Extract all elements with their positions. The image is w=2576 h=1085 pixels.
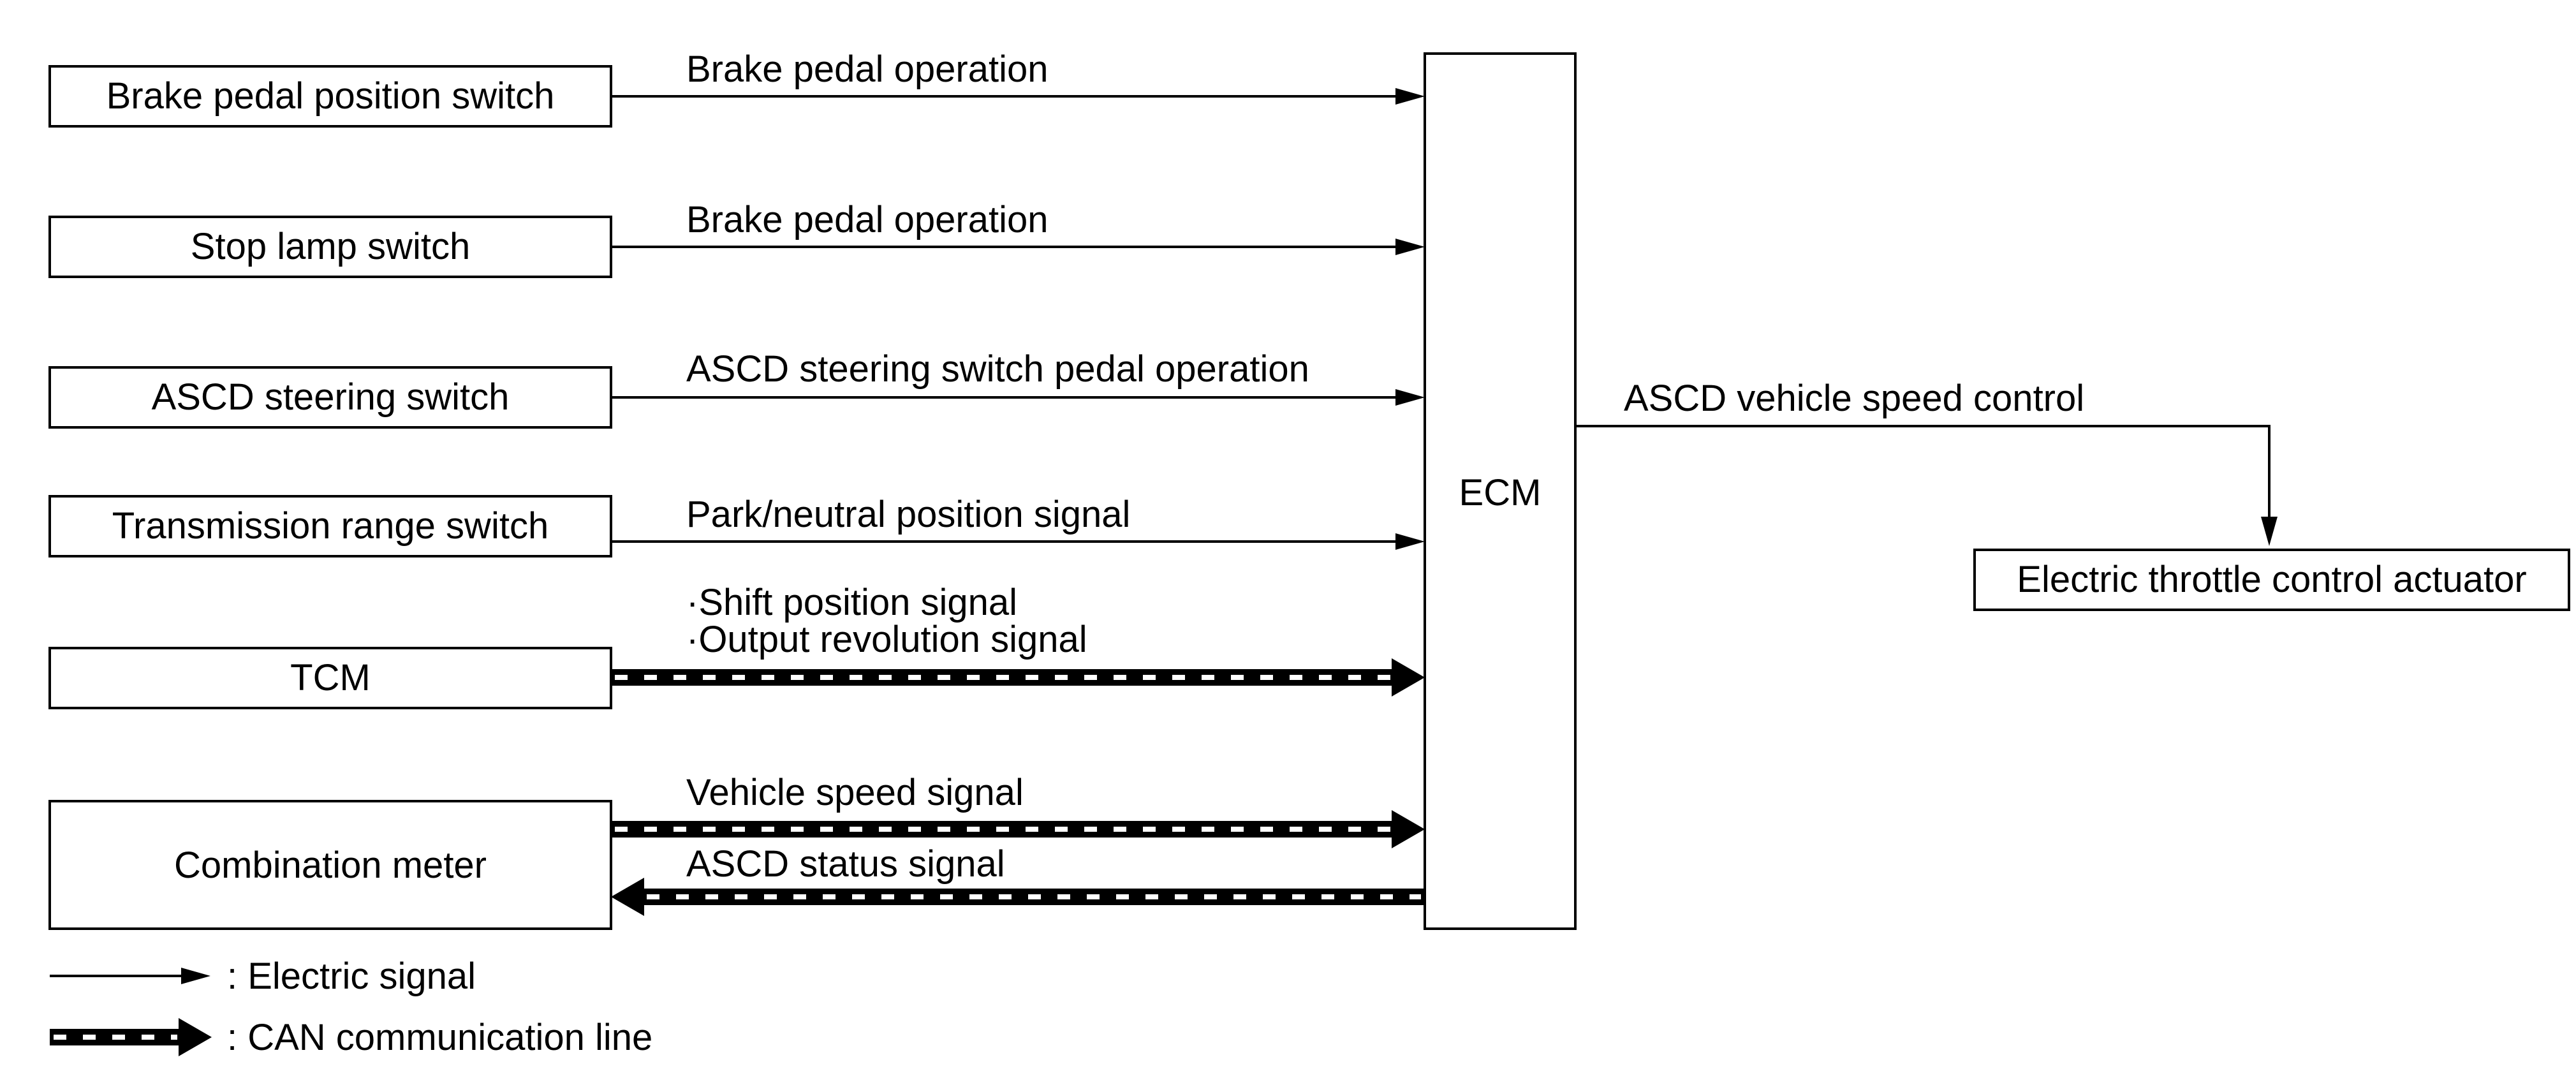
- ascd-status-signal-label: ASCD status signal: [686, 843, 1005, 885]
- transmission-range-switch-block: Transmission range switch: [48, 495, 612, 557]
- brake-pedal-position-signal-line: Brake pedal operation: [611, 48, 1425, 105]
- transmission-range-switch-label: Transmission range switch: [112, 505, 548, 547]
- electric-throttle-control-actuator-box: [1973, 549, 2570, 611]
- arrowhead-icon: [181, 968, 210, 984]
- transmission-range-switch-box: [48, 495, 612, 557]
- combination-meter-block: Combination meter: [48, 800, 612, 930]
- ascd-steering-switch-label: ASCD steering switch: [152, 376, 510, 418]
- tcm-block: TCM: [48, 647, 612, 709]
- brake-pedal-position-switch-block: Brake pedal position switch: [48, 65, 612, 128]
- output-wire: [1575, 425, 2271, 518]
- ascd-steering-switch-box: [48, 366, 612, 429]
- legend-electric-signal-label: : Electric signal: [227, 956, 476, 997]
- electric-throttle-control-actuator-label: Electric throttle control actuator: [2017, 559, 2526, 600]
- electric-throttle-control-actuator-block: Electric throttle control actuator: [1973, 549, 2570, 611]
- legend-electric-signal: : Electric signal: [50, 956, 476, 997]
- park-neutral-signal-label: Park/neutral position signal: [686, 494, 1130, 535]
- legend-can-line: : CAN communication line: [50, 1017, 652, 1058]
- ascd-vehicle-speed-control-label: ASCD vehicle speed control: [1624, 378, 2084, 419]
- can-arrowhead-icon: [1392, 810, 1425, 848]
- park-neutral-signal-line: Park/neutral position signal: [611, 494, 1425, 550]
- output-revolution-signal-label: ·Output revolution signal: [686, 619, 1087, 660]
- ecm-label: ECM: [1459, 472, 1542, 513]
- ecm-box: [1424, 52, 1577, 930]
- arrowhead-icon: [1395, 239, 1425, 255]
- ascd-vehicle-speed-control-line: ASCD vehicle speed control: [1575, 378, 2278, 546]
- stop-lamp-switch-box: [48, 216, 612, 278]
- tcm-box: [48, 647, 612, 709]
- brake-pedal-position-switch-label: Brake pedal position switch: [107, 75, 555, 117]
- arrowhead-icon: [1395, 389, 1425, 406]
- stop-lamp-signal-line: Brake pedal operation: [611, 199, 1425, 255]
- can-arrowhead-icon: [611, 878, 644, 916]
- stop-lamp-switch-label: Stop lamp switch: [191, 226, 470, 267]
- can-arrowhead-icon: [179, 1018, 212, 1056]
- can-arrowhead-icon: [1392, 658, 1425, 697]
- ascd-status-can-line: ASCD status signal: [611, 843, 1425, 916]
- shift-position-signal-label: ·Shift position signal: [686, 582, 1017, 623]
- legend: : Electric signal : CAN communication li…: [50, 956, 652, 1058]
- vehicle-speed-signal-label: Vehicle speed signal: [686, 772, 1024, 813]
- ascd-steering-signal-line: ASCD steering switch pedal operation: [611, 348, 1425, 406]
- tcm-label: TCM: [290, 657, 371, 698]
- combination-meter-label: Combination meter: [174, 845, 487, 886]
- tcm-can-line: ·Shift position signal ·Output revolutio…: [611, 582, 1425, 697]
- ascd-steering-signal-label: ASCD steering switch pedal operation: [686, 348, 1309, 390]
- combination-meter-box: [48, 800, 612, 930]
- stop-lamp-switch-block: Stop lamp switch: [48, 216, 612, 278]
- ascd-steering-switch-block: ASCD steering switch: [48, 366, 612, 429]
- arrowhead-icon: [2261, 517, 2278, 546]
- arrowhead-icon: [1395, 533, 1425, 550]
- stop-lamp-signal-label: Brake pedal operation: [686, 199, 1049, 240]
- legend-can-line-label: : CAN communication line: [227, 1017, 652, 1058]
- arrowhead-icon: [1395, 88, 1425, 105]
- brake-pedal-position-switch-box: [48, 65, 612, 128]
- brake-pedal-position-signal-label: Brake pedal operation: [686, 48, 1049, 90]
- vehicle-speed-can-line: Vehicle speed signal: [611, 772, 1425, 848]
- ecm-block: ECM: [1424, 52, 1577, 930]
